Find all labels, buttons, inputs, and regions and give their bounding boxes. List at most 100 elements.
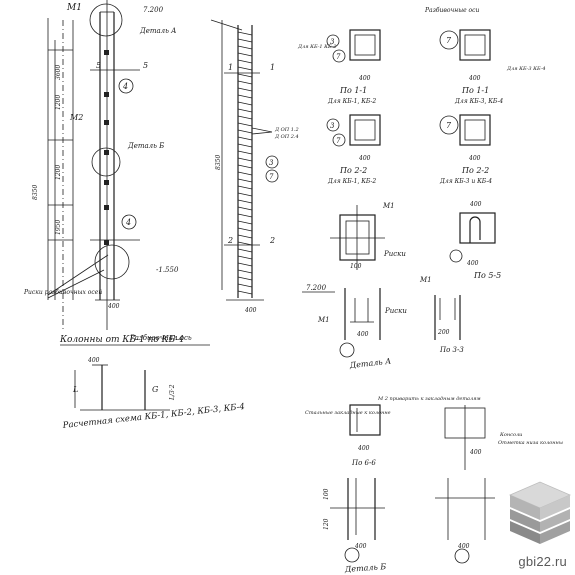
section-55-title: По 5-5: [473, 271, 501, 280]
rebar-stirrup: [237, 73, 253, 78]
rebar-mark-7: 7: [269, 173, 274, 181]
rebar-stirrup: [237, 185, 253, 190]
rebar-mark-2-left: 2: [227, 236, 233, 245]
razb-os-label: Разбивочная ось: [129, 334, 192, 342]
section-11-a-subtitle: Для КБ-1, КБ-2: [327, 98, 376, 105]
section-22-b-callout-7: [439, 115, 459, 135]
rebar-stirrup: [237, 66, 253, 71]
rebar-stirrup: [237, 206, 253, 211]
detail-a-m1-side: М1: [317, 316, 330, 324]
detail-b-spray-note: Стальные закладные к колонне: [305, 410, 391, 416]
detail-a-callout-circle: [89, 3, 123, 37]
detail-b-dim-1: 400: [357, 445, 370, 452]
section-11-a-dim: 400: [358, 75, 371, 82]
rebar-stirrup: [237, 178, 253, 183]
embedded-plate-mark: [104, 50, 109, 55]
detail-b-ref: Деталь Б: [127, 142, 164, 150]
rebar-stirrup: [237, 192, 253, 197]
detail-a-dim-5: 400: [466, 260, 479, 267]
rebar-height: 8350: [215, 155, 222, 170]
rebar-stirrup: [237, 45, 253, 50]
detail-b: М 2 приварить к закладным деталям Стальн…: [305, 396, 563, 574]
rebar-stirrup: [237, 157, 253, 162]
rebar-bar-label-1: Д ОП 1.2: [274, 127, 299, 133]
section-22-b-dim: 400: [468, 155, 481, 162]
section-22-b-outline: [459, 114, 491, 146]
detail-b-title: Деталь Б: [344, 562, 387, 574]
rebar-stirrup: [237, 129, 253, 134]
detail-b-callout-circle: [94, 244, 130, 280]
section-11-a-title: По 1-1: [339, 86, 367, 95]
rebar-stirrup: [237, 38, 253, 43]
detail-b-mid-callout-circle: [91, 147, 121, 177]
section-11-a-callout-3: [326, 34, 340, 48]
embedded-plate-mark: [104, 150, 109, 155]
detail-a-m1-right: М1: [419, 276, 432, 284]
rebar-stirrup: [237, 136, 253, 141]
detail-a-title: Деталь А: [348, 357, 391, 370]
section-11-a-outline: [349, 29, 381, 61]
rebar-callout-7: [265, 169, 279, 183]
column-caption: Колонны от КБ-1 по КБ-4: [59, 335, 184, 345]
mark-4-bottom-label: 4: [125, 218, 131, 227]
detail-a-ref: Деталь А: [139, 27, 176, 35]
detail-a-plan: [339, 214, 376, 261]
section-11-b-outline: [459, 29, 491, 61]
embedded-plate-mark: [104, 205, 109, 210]
section-55-callout: [449, 249, 463, 263]
rebar-stirrup: [237, 283, 253, 288]
rebar-bar-label-2: Д ОП 2.4: [274, 134, 299, 140]
height-dim-3: 1950: [55, 220, 62, 235]
rebar-stirrup: [237, 248, 253, 253]
mark-4-top: [118, 78, 134, 94]
gbi-logo-icon: [508, 481, 572, 544]
section-22-b-subtitle: Для КБ-3 и КБ-4: [439, 178, 492, 185]
calc-label-l: L: [72, 385, 78, 394]
calc-label-g: G: [152, 385, 159, 394]
detail-a-dim-4: 400: [469, 201, 482, 208]
section-11-a-mark-3: 3: [330, 38, 335, 46]
rebar-mark-3: 3: [269, 159, 274, 167]
rebar-stirrup: [237, 122, 253, 127]
column-bottom-width: 400: [107, 303, 120, 310]
risk-note: Риски разбивочных осей: [23, 289, 102, 296]
detail-a-dim-3: 200: [437, 329, 450, 336]
detail-b-marker: [344, 547, 360, 563]
rebar-stirrup: [237, 269, 253, 274]
detail-b-dim-3: 400: [354, 543, 367, 550]
rebar-stirrup: [237, 255, 253, 260]
rebar-stirrup: [237, 80, 253, 85]
rebar-stirrup: [237, 164, 253, 169]
rebar-stirrup: [237, 150, 253, 155]
rebar-callout-3: [265, 155, 279, 169]
rebar-stirrup: [237, 262, 253, 267]
section-22-a-mark-3: 3: [330, 122, 335, 130]
section-11-b-subtitle: Для КБ-3, КБ-4: [454, 98, 503, 105]
section-11-b-mark-7: 7: [446, 36, 452, 45]
rebar-stirrup: [237, 290, 253, 295]
mark-4-top-label: 4: [122, 82, 128, 91]
rebar-stirrup: [237, 31, 253, 36]
detail-b-right-marker: [454, 548, 470, 564]
section-33-title: По 3-3: [439, 346, 464, 354]
rebar-stirrup: [237, 101, 253, 106]
height-dim-main: 8350: [32, 185, 39, 200]
section-11-a-for: Для КБ-1 КБ-2: [297, 44, 337, 50]
section-11-a-mark-7: 7: [336, 53, 341, 61]
sections-grid: Разбивочные оси 3 7 Для КБ-1 КБ-2 400 По…: [297, 7, 546, 185]
rebar-mark-1-left: 1: [228, 63, 233, 72]
calc-label-l23: L/3·2: [169, 384, 176, 401]
section-11-b-title: По 1-1: [461, 86, 489, 95]
detail-a-marker: [339, 342, 355, 358]
height-dim-1: 1200: [55, 95, 62, 110]
detail-a-dim-1: 100: [350, 263, 362, 270]
rebar-stirrup: [237, 108, 253, 113]
calc-scheme-caption: Расчетная схема КБ-1, КБ-2, КБ-3, КБ-4: [61, 402, 245, 431]
column-elevation: М1 М2 5 5 4 4 7.200 -1.550 Деталь А Дета…: [23, 0, 192, 342]
rebar-stirrup: [237, 143, 253, 148]
section-22-a-title: По 2-2: [339, 166, 367, 175]
detail-a-riski-top: Риски: [383, 250, 406, 258]
detail-b-level-note: Отметка низа колонны: [498, 440, 563, 446]
detail-b-dim-5: 100: [323, 488, 330, 500]
detail-b-dim-2: 400: [469, 449, 482, 456]
